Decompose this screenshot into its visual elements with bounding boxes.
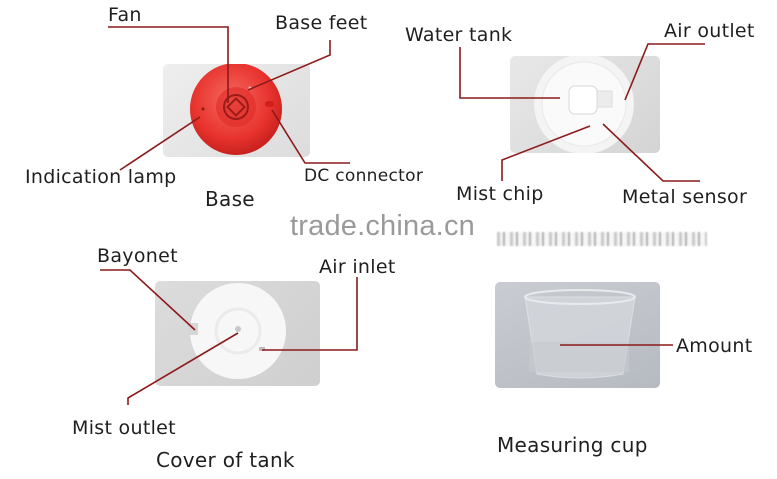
caption-measuring-cup: Measuring cup xyxy=(497,433,648,457)
label-amount: Amount xyxy=(676,335,753,357)
caption-cover-of-tank: Cover of tank xyxy=(156,448,295,472)
label-metal-sensor: Metal sensor xyxy=(622,186,748,208)
watermark-blurred-url xyxy=(497,232,707,246)
measuring-cup-photo xyxy=(495,282,660,388)
label-dc-connector: DC connector xyxy=(304,166,424,186)
caption-base: Base xyxy=(205,187,255,211)
label-air-outlet: Air outlet xyxy=(664,20,755,42)
label-mist-chip: Mist chip xyxy=(456,183,544,205)
measuring-cup-icon xyxy=(524,289,636,379)
label-fan: Fan xyxy=(108,4,142,26)
tank-cover-photo xyxy=(155,281,320,386)
label-water-tank: Water tank xyxy=(405,24,513,46)
label-mist-outlet: Mist outlet xyxy=(72,417,176,439)
watermark-text: trade.china.cn xyxy=(290,210,475,242)
label-bayonet: Bayonet xyxy=(97,245,178,267)
label-base-feet: Base feet xyxy=(275,12,368,34)
label-indication-lamp: Indication lamp xyxy=(25,166,177,188)
base-photo xyxy=(163,63,310,157)
label-air-inlet: Air inlet xyxy=(319,256,396,278)
